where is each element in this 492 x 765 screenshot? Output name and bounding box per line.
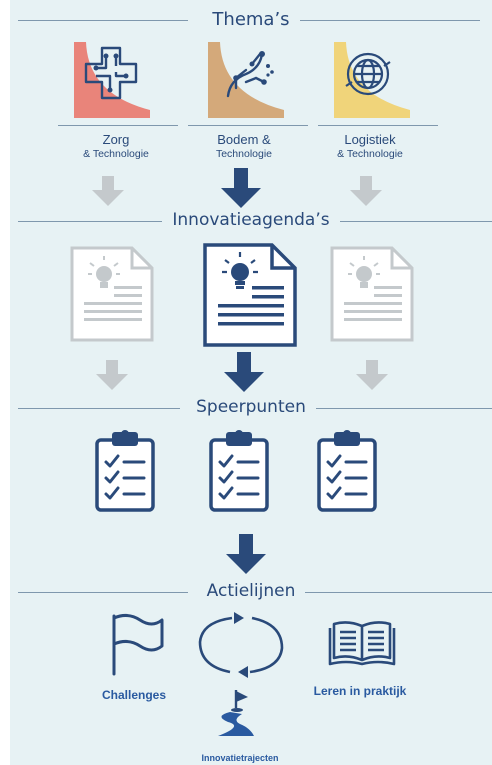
section-title-actielijnen: Actielijnen bbox=[10, 581, 492, 601]
challenges-label: Challenges bbox=[101, 688, 167, 702]
theme-subtitle: & Technologie bbox=[337, 147, 403, 160]
down-arrow-icon bbox=[226, 534, 266, 574]
down-arrow-icon bbox=[96, 360, 128, 390]
clipboard-checklist-icon bbox=[95, 430, 155, 512]
divider bbox=[318, 125, 438, 126]
theme-label-bodem: Bodem & Technologie bbox=[184, 132, 304, 160]
theme-title: Logistiek bbox=[344, 132, 396, 147]
divider bbox=[300, 20, 480, 21]
divider bbox=[58, 125, 178, 126]
medical-cross-circuit-icon bbox=[74, 42, 150, 118]
divider bbox=[300, 592, 492, 593]
down-arrow-icon bbox=[224, 352, 264, 392]
leren-in-praktijk-label: Leren in praktijk bbox=[313, 684, 407, 698]
document-lightbulb-icon bbox=[70, 246, 154, 342]
theme-title: Zorg bbox=[102, 132, 130, 147]
clipboard-checklist-icon bbox=[209, 430, 269, 512]
divider bbox=[308, 408, 492, 409]
divider bbox=[18, 408, 180, 409]
theme-label-zorg: Zorg & Technologie bbox=[56, 132, 176, 160]
clipboard-checklist-icon bbox=[317, 430, 377, 512]
section-title-speerpunten: Speerpunten bbox=[10, 397, 492, 417]
theme-label-logistiek: Logistiek & Technologie bbox=[310, 132, 430, 160]
down-arrow-icon bbox=[92, 176, 124, 206]
divider bbox=[18, 221, 163, 222]
down-arrow-icon bbox=[356, 360, 388, 390]
theme-title: Bodem & bbox=[217, 132, 271, 147]
open-book-icon bbox=[328, 621, 396, 666]
document-lightbulb-icon bbox=[203, 243, 297, 347]
down-arrow-icon bbox=[350, 176, 382, 206]
innovatietrajecten-label: Innovatietrajecten bbox=[201, 753, 279, 763]
section-title-themes: Thema’s bbox=[10, 9, 492, 30]
innovation-diagram: Thema’s bbox=[10, 0, 492, 765]
flag-icon bbox=[112, 613, 164, 676]
winding-path-flag-icon bbox=[218, 690, 254, 736]
cycle-arrows-icon bbox=[198, 612, 284, 678]
divider bbox=[18, 20, 188, 21]
theme-subtitle: & Technologie bbox=[83, 147, 149, 160]
document-lightbulb-icon bbox=[330, 246, 414, 342]
section-title-agendas: Innovatieagenda’s bbox=[10, 210, 492, 230]
soil-circuit-icon bbox=[208, 42, 284, 118]
divider bbox=[328, 221, 492, 222]
divider bbox=[188, 125, 308, 126]
down-arrow-icon bbox=[221, 168, 261, 208]
globe-icon bbox=[334, 42, 410, 118]
theme-subtitle: Technologie bbox=[215, 147, 273, 160]
divider bbox=[18, 592, 188, 593]
